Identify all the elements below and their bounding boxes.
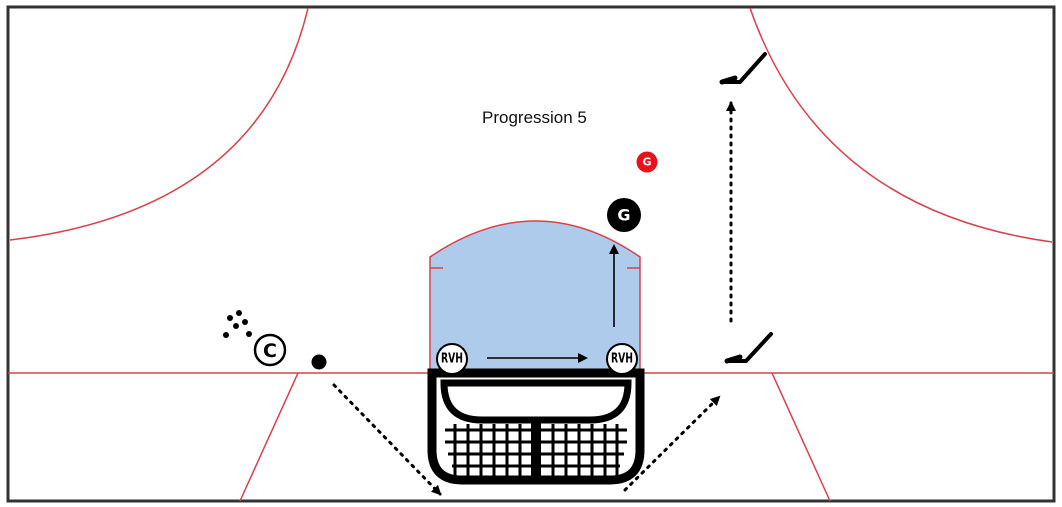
goalie-secondary-marker: G — [636, 151, 658, 173]
puck-icon — [311, 354, 327, 370]
rvh-right-label: RVH — [611, 352, 633, 367]
trapezoid-line-left — [239, 372, 299, 502]
faceoff-circle-right — [749, 7, 1053, 243]
rvh-right-marker: RVH — [606, 343, 638, 375]
goal-crease — [429, 220, 641, 374]
pass-path-puck-to-behind-net — [332, 383, 442, 496]
rvh-left-label: RVH — [441, 352, 463, 367]
trapezoid-line-right — [771, 372, 831, 502]
pass-path-behind-net-to-stick — [623, 395, 721, 492]
goalie-primary-marker: G — [607, 198, 641, 232]
coach-label: C — [263, 340, 277, 362]
diagram-title: Progression 5 — [482, 108, 587, 127]
net-icon — [427, 368, 645, 485]
goalie-primary-label: G — [617, 206, 630, 225]
coach-marker: C — [253, 333, 287, 367]
hockey-stick-icon — [719, 52, 767, 85]
puck-pile-icon — [223, 310, 252, 338]
goalie-secondary-label: G — [642, 156, 651, 169]
hockey-stick-icon — [724, 332, 773, 364]
faceoff-circle-left — [9, 7, 309, 241]
rvh-left-marker: RVH — [436, 343, 468, 375]
